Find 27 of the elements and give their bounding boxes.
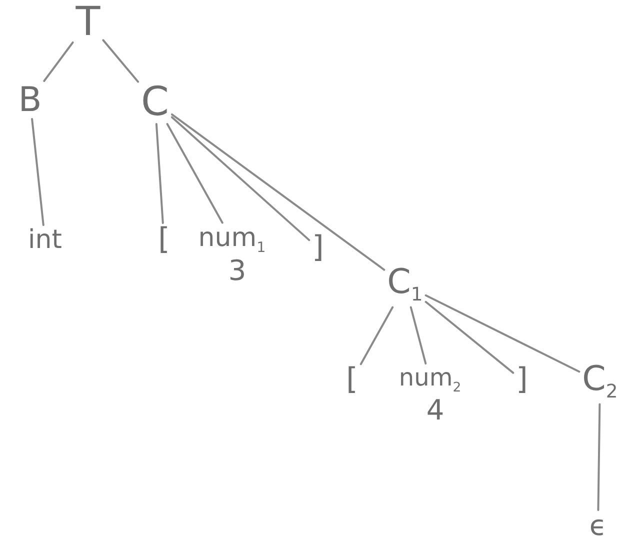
tree-branch-line — [155, 123, 164, 224]
tree-node-label: ] — [513, 363, 531, 397]
tree-branch-line — [166, 123, 224, 224]
tree-branch-line — [360, 306, 394, 366]
tree-branch-line — [170, 116, 310, 242]
tree-node-label: num$_{2}$ — [396, 364, 464, 396]
tree-branch-line — [410, 306, 427, 364]
tree-node-label: ϵ — [586, 510, 610, 542]
tree-node-label: num$_{1}$ — [195, 222, 269, 258]
tree-branch-line — [597, 403, 601, 511]
tree-branch-line — [102, 39, 140, 83]
tree-node-label: ] — [309, 231, 327, 265]
token-value: 4 — [426, 396, 444, 424]
tree-branch-line — [170, 113, 386, 271]
tree-branch-line — [43, 41, 74, 82]
tree-branch-line — [424, 294, 580, 373]
tree-node-label: B — [15, 81, 45, 119]
token-value: 3 — [228, 257, 246, 286]
tree-node-label: [ — [155, 223, 173, 257]
tree-node-label: T — [72, 0, 104, 44]
tree-node-label: [ — [343, 363, 361, 397]
tree-node-label: int — [25, 225, 65, 255]
tree-node-label: C$_{1}$ — [384, 262, 426, 308]
tree-branch-line — [31, 118, 44, 226]
tree-node-label: C$_{2}$ — [579, 360, 621, 404]
tree-branch-line — [424, 300, 514, 374]
tree-node-label: C — [138, 80, 172, 124]
